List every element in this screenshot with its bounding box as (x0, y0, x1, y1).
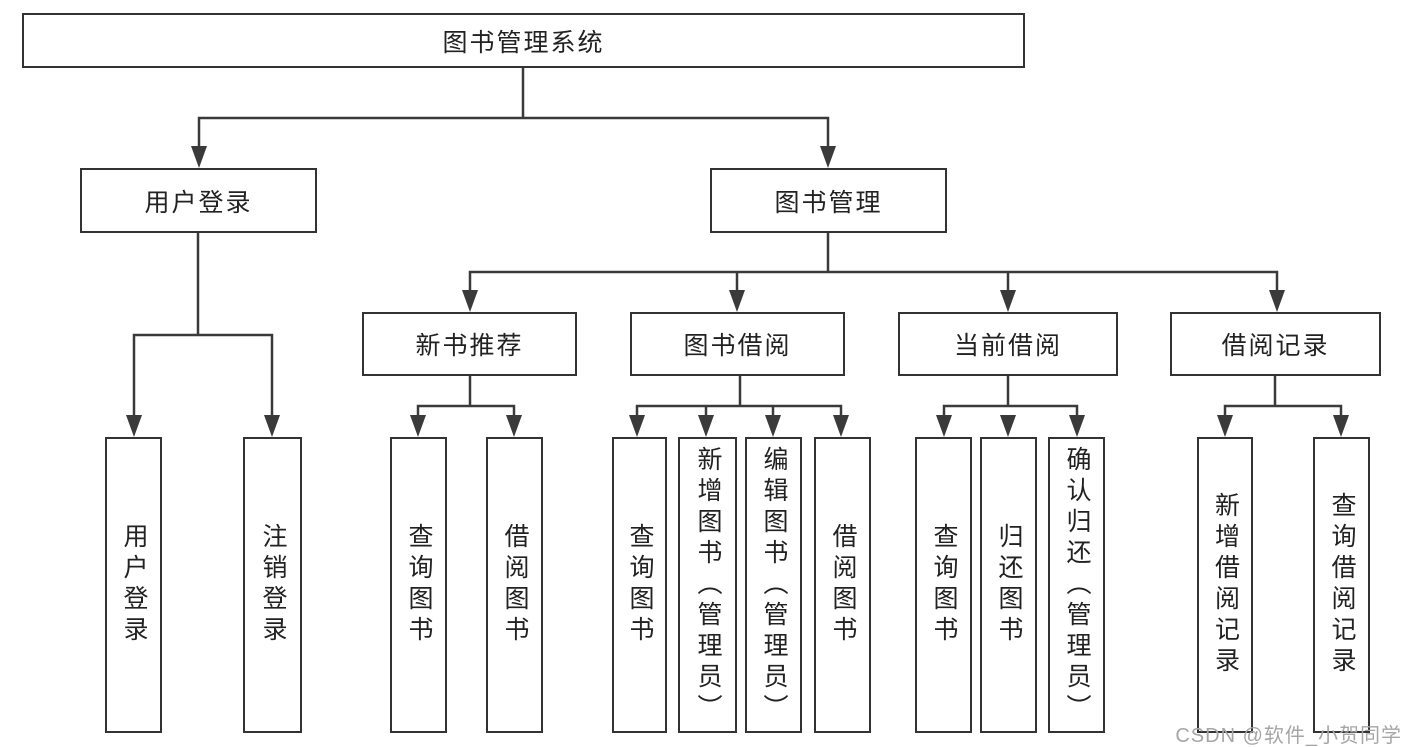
leaf-add-book-admin-label: 新增图书（管理员） (694, 445, 722, 725)
leaf-confirm-return-admin-label: 确认归还（管理员） (1063, 445, 1091, 725)
leaf-return-book-label: 归还图书 (995, 523, 1023, 647)
leaf-logout: 注销登录 (243, 437, 302, 733)
node-borrow-records: 借阅记录 (1170, 312, 1381, 376)
leaf-borrow-book-recommend: 借阅图书 (486, 437, 543, 733)
leaf-query-book-recommend-label: 查询图书 (405, 523, 433, 647)
leaf-logout-label: 注销登录 (259, 523, 287, 647)
arrowheads (126, 146, 1349, 437)
leaf-add-borrow-record: 新增借阅记录 (1197, 437, 1253, 733)
node-book-management: 图书管理 (710, 168, 947, 233)
leaf-user-login: 用户登录 (105, 437, 162, 733)
leaf-query-book-current-label: 查询图书 (930, 523, 958, 647)
leaf-confirm-return-admin: 确认归还（管理员） (1048, 437, 1105, 733)
leaf-add-borrow-record-label: 新增借阅记录 (1211, 492, 1240, 678)
node-book-borrowing: 图书借阅 (630, 312, 845, 376)
leaf-borrow-book-borrowing-label: 借阅图书 (829, 523, 857, 647)
csdn-watermark: CSDN @软件_小贺同学 (1175, 725, 1402, 747)
leaf-borrow-book-recommend-label: 借阅图书 (501, 523, 529, 647)
node-user-login: 用户登录 (80, 168, 317, 233)
node-library-management-system: 图书管理系统 (22, 13, 1025, 68)
node-new-book-recommend: 新书推荐 (362, 312, 577, 376)
leaf-borrow-book-borrowing: 借阅图书 (814, 437, 871, 733)
leaf-query-borrow-record-label: 查询借阅记录 (1328, 492, 1356, 678)
leaf-return-book: 归还图书 (980, 437, 1037, 733)
leaf-query-book-borrowing-label: 查询图书 (626, 523, 654, 647)
leaf-edit-book-admin: 编辑图书（管理员） (745, 437, 802, 733)
leaf-query-borrow-record: 查询借阅记录 (1313, 437, 1370, 733)
leaf-user-login-label: 用户登录 (120, 523, 148, 647)
leaf-add-book-admin: 新增图书（管理员） (678, 437, 737, 733)
leaf-query-book-recommend: 查询图书 (390, 437, 447, 733)
leaf-query-book-borrowing: 查询图书 (612, 437, 667, 733)
leaf-edit-book-admin-label: 编辑图书（管理员） (760, 445, 788, 725)
node-current-borrowing: 当前借阅 (898, 312, 1118, 376)
leaf-query-book-current: 查询图书 (915, 437, 972, 733)
